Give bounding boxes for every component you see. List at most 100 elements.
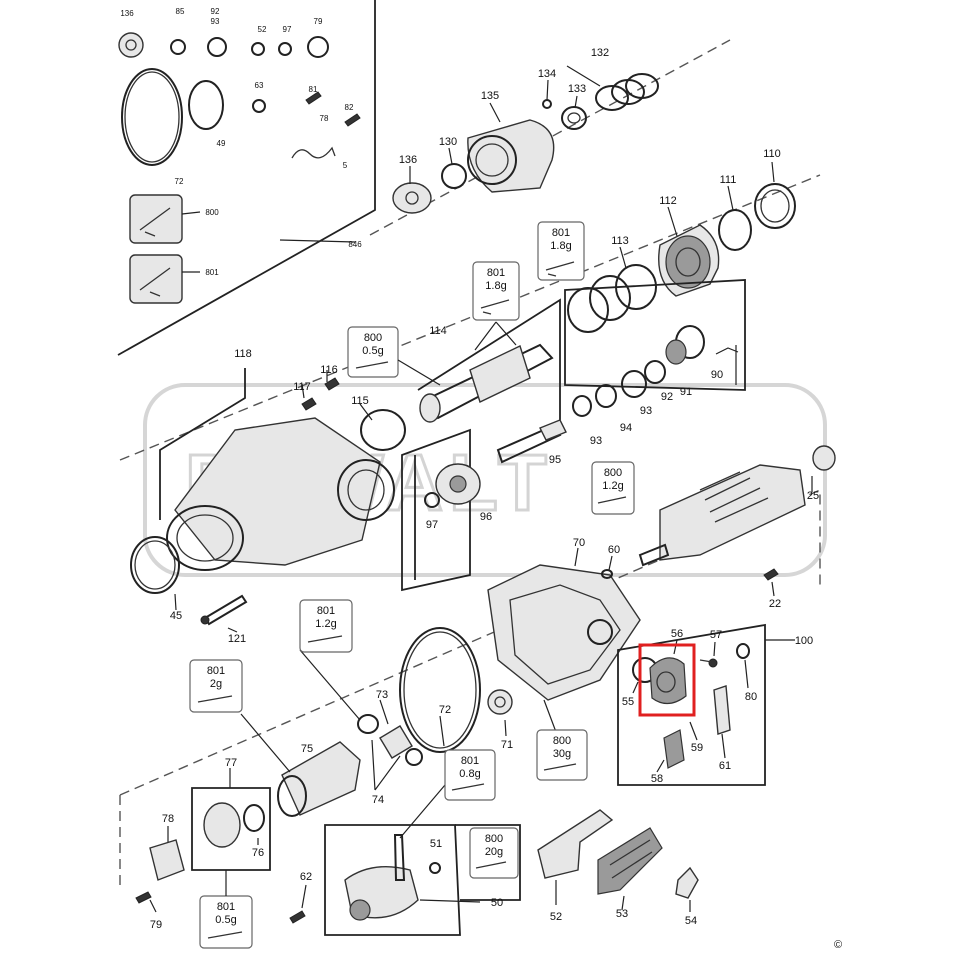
housing-callouts: 118 117 116 115 45 121 [170,348,369,645]
callout-134: 134 [538,68,556,80]
grease-800-20g: 800 20g [469,827,519,879]
svg-text:801: 801 [552,227,570,239]
callout-74: 74 [372,794,384,806]
callout-76: 76 [252,847,264,859]
callout-25: 25 [807,490,819,502]
callout-117: 117 [293,381,311,393]
callout-78a: 78 [320,114,329,123]
callout-135: 135 [481,90,499,102]
grease-801-2g: 801 2g [189,659,243,713]
callout-59: 59 [691,742,703,754]
callout-91: 91 [680,386,692,398]
callout-94: 94 [620,422,632,434]
callout-79a: 79 [314,17,323,26]
spindle-frame [401,279,746,592]
callout-90: 90 [711,369,723,381]
grease-801-0.5g: 801 0.5g [199,870,253,949]
callout-110: 110 [763,148,781,160]
crank-callouts: 51 50 52 53 54 [430,838,697,927]
svg-text:20g: 20g [485,846,503,858]
callout-61: 61 [719,760,731,772]
callout-49: 49 [217,139,226,148]
highlighted-part-box [638,643,696,717]
grease-801-1.8g-b: 801 1.8g [472,261,520,351]
svg-text:1.8g: 1.8g [485,280,506,292]
callout-73: 73 [376,689,388,701]
svg-text:801: 801 [207,665,225,677]
service-kit-frame [117,0,376,356]
crank-assembly [324,784,699,936]
callout-95: 95 [549,454,561,466]
upper-gear-assembly [392,65,659,214]
callout-85: 85 [176,7,185,16]
callout-54: 54 [685,915,697,927]
callout-45: 45 [170,610,182,622]
kit-parts [118,32,361,304]
callout-118: 118 [234,348,252,360]
callout-93: 93 [211,17,220,26]
clutch-callouts: 110 111 112 113 [611,148,781,247]
callout-55: 55 [622,696,634,708]
callout-115: 115 [351,395,369,407]
piston-callouts: 75 77 76 78 79 62 [150,743,313,931]
callout-52: 52 [550,911,562,923]
callout-112: 112 [659,195,677,207]
svg-text:1.2g: 1.2g [602,480,623,492]
callout-111: 111 [720,174,737,186]
upper-gear-callouts: 132 134 133 135 130 136 [399,47,609,166]
clutch-gear-assembly [567,161,796,333]
svg-text:800: 800 [485,833,503,845]
callout-53: 53 [616,908,628,920]
svg-text:0.5g: 0.5g [362,345,383,357]
svg-text:0.5g: 0.5g [215,914,236,926]
svg-text:800: 800 [364,332,382,344]
svg-text:0.8g: 0.8g [459,768,480,780]
callout-846: 846 [348,240,362,249]
switch-assembly [617,623,795,786]
callout-50: 50 [491,897,503,909]
callout-92: 92 [211,7,220,16]
spindle-callouts: 114 90 91 92 93 93 94 95 96 97 [426,325,723,531]
svg-text:30g: 30g [553,748,571,760]
callout-93a: 93 [640,405,652,417]
callout-22: 22 [769,598,781,610]
callout-75: 75 [301,743,313,755]
callout-56: 56 [671,628,683,640]
callout-121: 121 [228,633,246,645]
callout-81: 81 [309,85,318,94]
lower-center-parts [357,627,513,791]
callout-801a: 801 [205,268,219,277]
callout-60: 60 [608,544,620,556]
callout-52a: 52 [258,25,267,34]
callout-79: 79 [150,919,162,931]
lower-center-callouts: 73 72 71 74 [372,689,513,806]
callout-82: 82 [345,103,354,112]
svg-text:801: 801 [217,901,235,913]
svg-text:1.8g: 1.8g [550,240,571,252]
callout-114: 114 [429,325,447,337]
callout-133: 133 [568,83,586,95]
kit-callouts: 136 85 92 93 52 97 79 63 81 82 78 72 49 … [120,7,362,277]
grease-callouts: 801 1.8g 801 1.8g 800 0.5g 800 1.2g 801 [189,221,635,949]
callout-72: 72 [439,704,451,716]
armature [638,445,836,597]
callout-97b: 97 [426,519,438,531]
callout-116: 116 [320,364,338,376]
callout-96: 96 [480,511,492,523]
callout-93b: 93 [590,435,602,447]
svg-text:800: 800 [553,735,571,747]
svg-text:801: 801 [461,755,479,767]
piston-assembly [135,649,361,924]
callout-100: 100 [795,635,813,647]
grease-801-1.8g-a: 801 1.8g [537,221,585,281]
switch-callouts: 100 56 57 55 59 58 61 80 [622,628,813,785]
callout-136a: 136 [120,9,134,18]
grease-801-0.8g: 801 0.8g [444,749,496,801]
copyright-mark: © [834,939,842,951]
svg-text:800: 800 [604,467,622,479]
grease-800-30g: 800 30g [536,729,588,781]
grease-800-0.5g: 800 0.5g [347,326,441,386]
callout-136: 136 [399,154,417,166]
svg-text:1.2g: 1.2g [315,618,336,630]
